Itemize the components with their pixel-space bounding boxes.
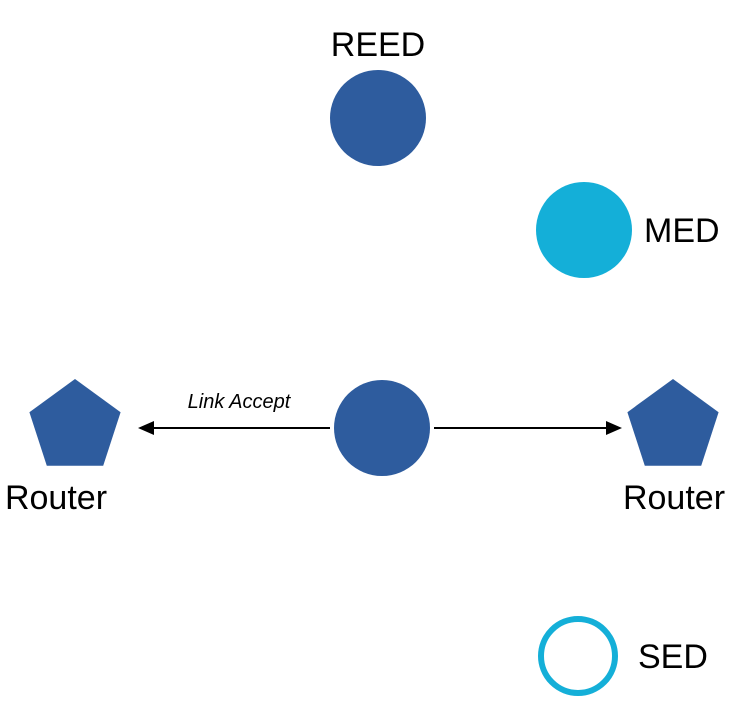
router-right-pentagon	[627, 379, 719, 466]
left-arrow-head	[138, 421, 154, 435]
med-node-circle	[536, 182, 632, 278]
sed-label: SED	[638, 638, 708, 676]
router-right-label: Router	[623, 479, 725, 517]
router-left-label: Router	[5, 479, 107, 517]
router-left-pentagon	[29, 379, 121, 466]
reed-node-circle	[330, 70, 426, 166]
link-accept-label: Link Accept	[188, 391, 292, 413]
sed-node-circle	[538, 616, 618, 696]
center-node-circle	[334, 380, 430, 476]
reed-label: REED	[331, 26, 425, 64]
med-label: MED	[644, 212, 720, 250]
right-arrow-head	[606, 421, 622, 435]
